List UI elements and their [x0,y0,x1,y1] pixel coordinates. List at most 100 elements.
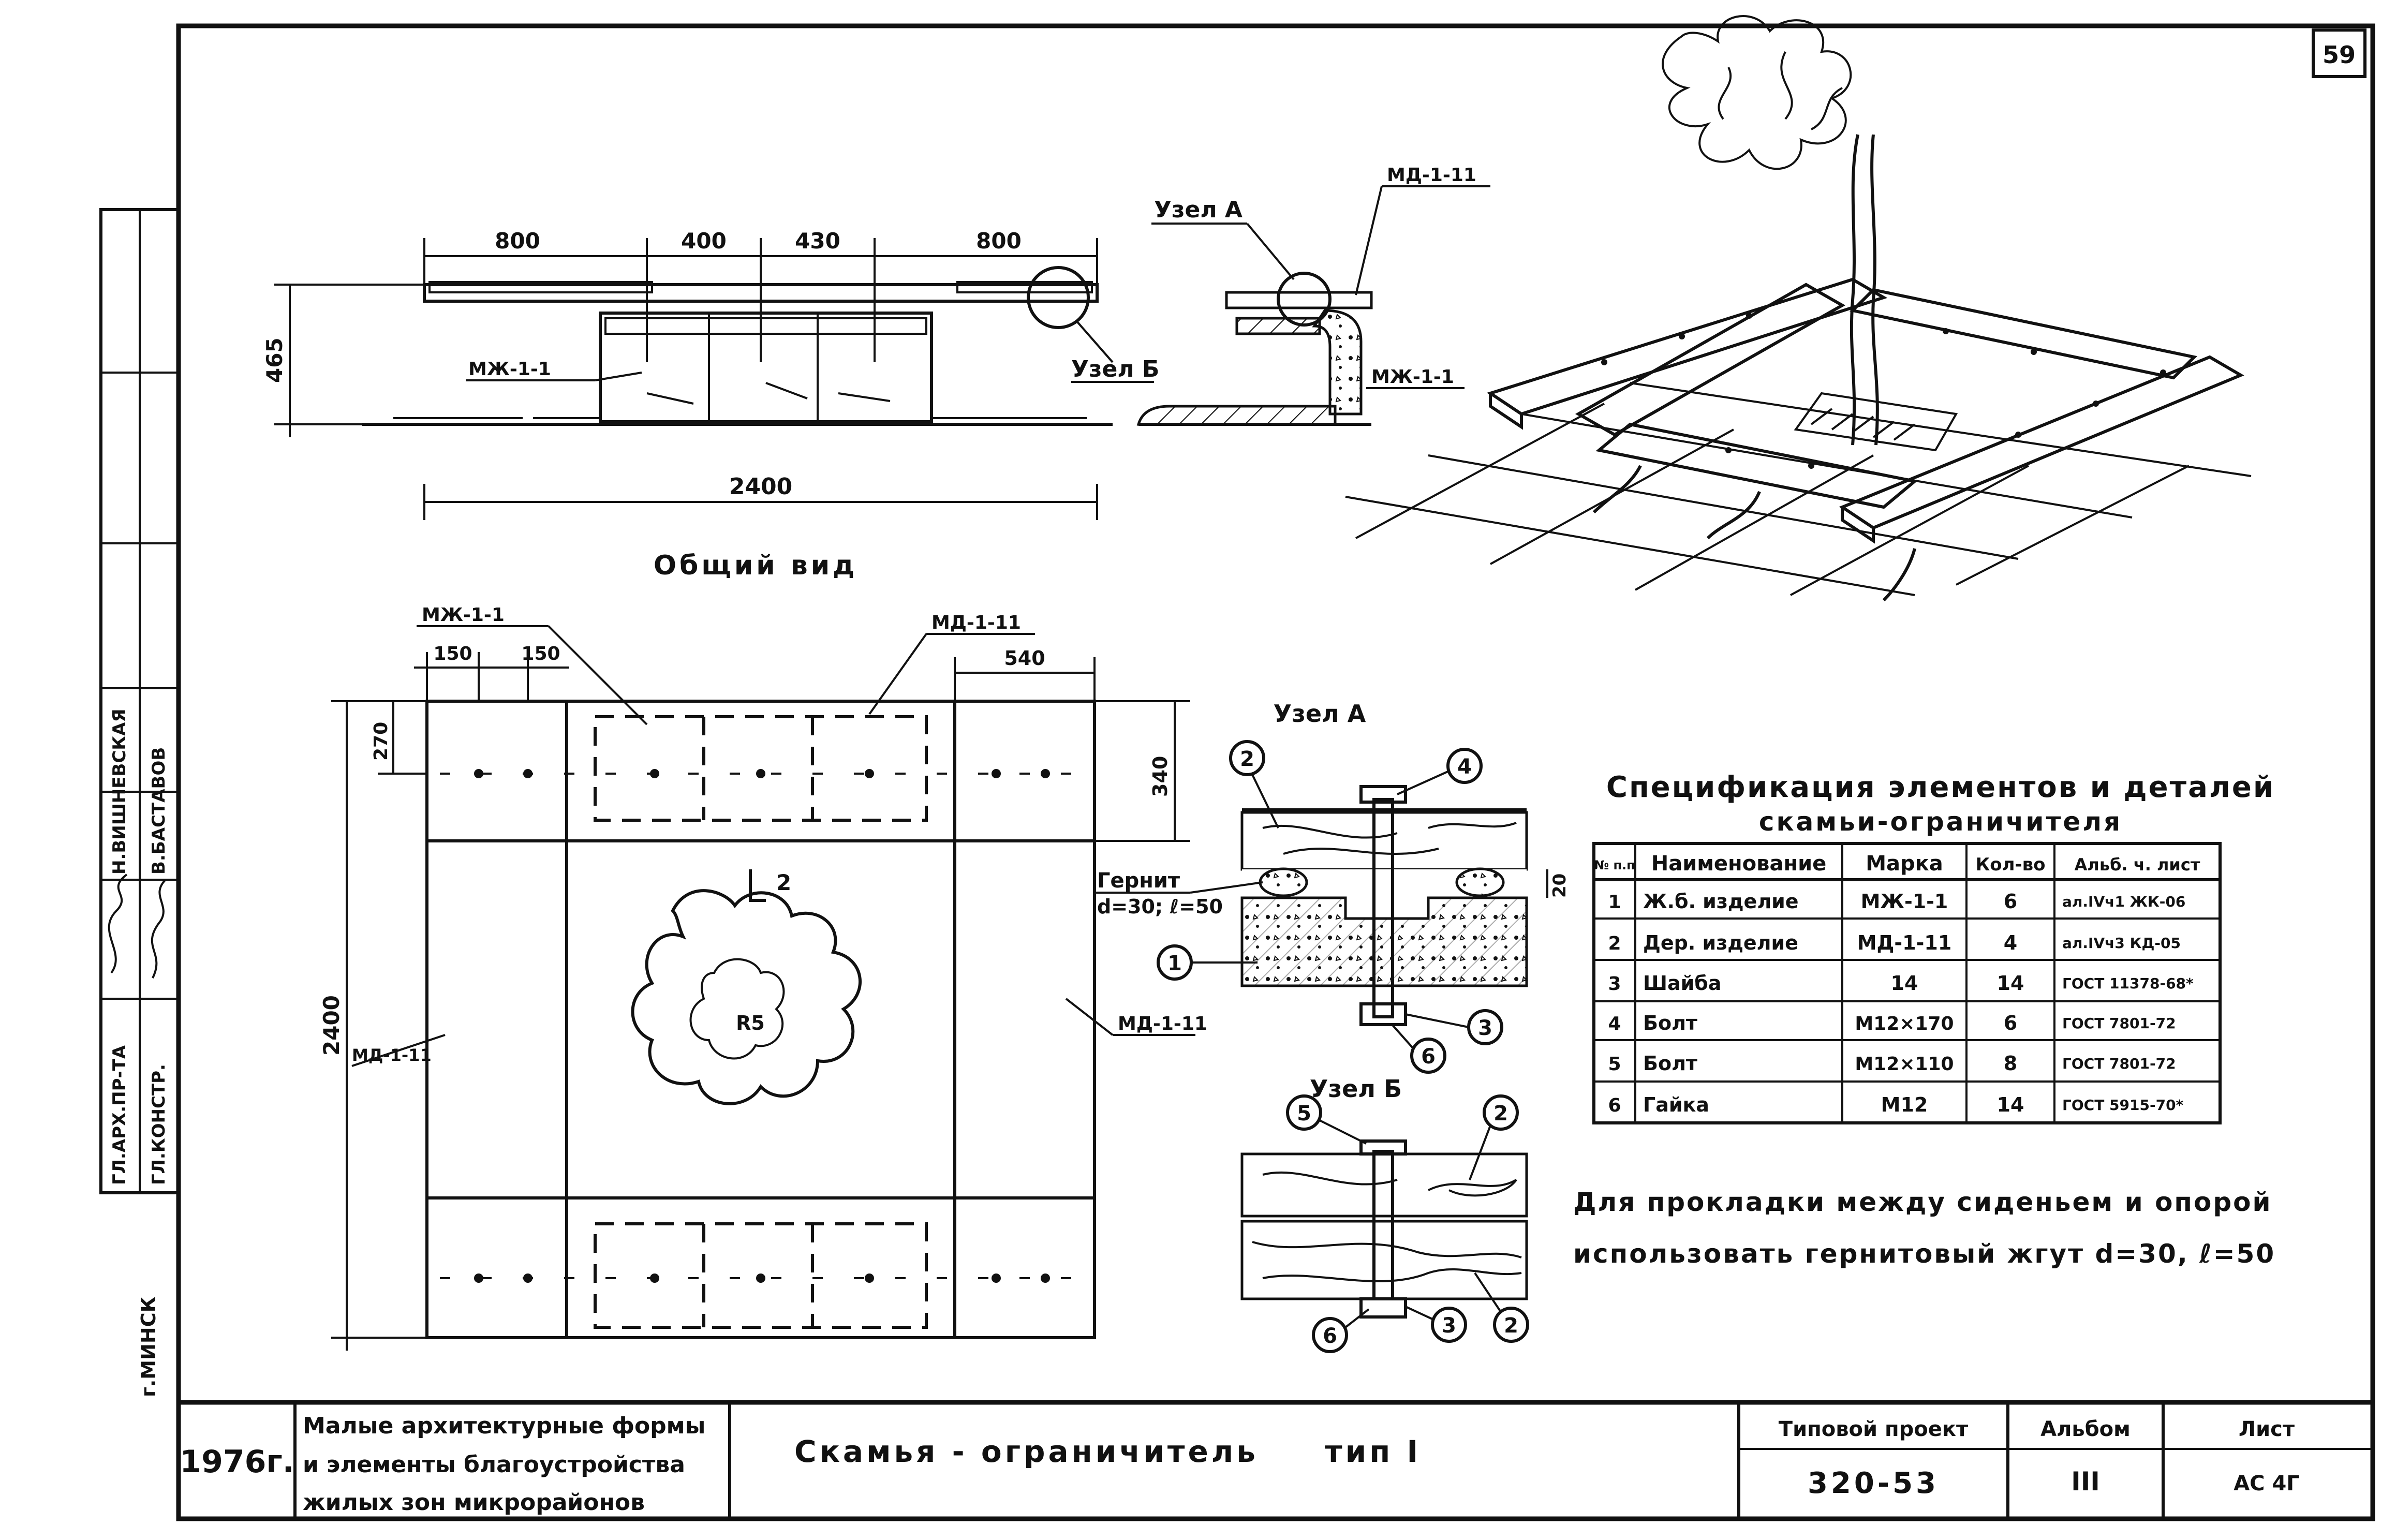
svg-text:Дер. изделие: Дер. изделие [1643,931,1798,954]
stamp-name-2: В.БАСТАВОВ [149,747,169,875]
cross-section: Узел А МД-1-11 МЖ-1-1 [1136,165,1490,426]
dim-height-465: 465 [262,337,287,383]
svg-text:ГОСТ 11378-68*: ГОСТ 11378-68* [2062,975,2194,992]
approval-stamp: ГЛ.АРХ.ПР-ТА ГЛ.КОНСТР. Н.ВИШНЕВСКАЯ В.Б… [99,208,180,1194]
svg-text:М12×170: М12×170 [1855,1013,1954,1034]
svg-text:1: 1 [1608,892,1621,913]
dim-270: 270 [371,722,392,761]
plan-md-right-label: МД-1-11 [1118,1013,1207,1034]
spec-subtitle: скамьи-ограничителя [1759,807,2122,837]
album-number: III [2071,1467,2100,1497]
stamp-name-1: Н.ВИШНЕВСКАЯ [109,708,130,875]
sheet-label: Лист [2239,1417,2295,1441]
drawing-type: тип I [1325,1434,1421,1469]
spec-header-mark: Марка [1866,852,1943,876]
signature-2 [151,879,167,979]
spec-row-6: 6 Гайка М12 14 ГОСТ 5915-70* [1608,1093,2183,1116]
svg-text:14: 14 [1891,972,1918,995]
org-line-1: Малые архитектурные формы [303,1413,705,1439]
drawing-title: Скамья - ограничитель [794,1434,1259,1469]
board-bolt-holes [1601,313,2166,469]
node-a-callout-3: 3 [1405,1009,1503,1045]
svg-text:Болт: Болт [1643,1052,1697,1075]
general-view-title: Общий вид [654,550,857,581]
plan-view: R5 2 150 150 540 МЖ-1-1 МД-1-11 270 2400… [319,604,1207,1351]
svg-text:М12×110: М12×110 [1855,1054,1954,1075]
spec-header-ref: Альб. ч. лист [2075,855,2200,875]
tree-pit [1794,392,1958,452]
svg-text:6: 6 [1421,1045,1436,1069]
dim-150-a: 150 [433,643,472,664]
dim-540: 540 [1004,647,1045,670]
board-front [1487,277,1888,416]
svg-text:6: 6 [2004,890,2017,913]
spec-row-5: 5 Болт М12×110 8 ГОСТ 7801-72 [1608,1052,2176,1075]
node-b-callout: Узел Б [1071,356,1159,382]
general-view: Узел Б МЖ-1-1 800 400 430 800 465 2400 О… [262,228,1159,581]
svg-text:3: 3 [1442,1314,1456,1338]
svg-text:6: 6 [2004,1012,2017,1034]
page-number: 59 [2323,41,2356,69]
board-back [1575,283,1846,437]
dim-total-2400: 2400 [729,473,792,500]
node-b-callout-5: 5 [1286,1094,1367,1145]
node-b-title: Узел Б [1310,1075,1402,1103]
node-b-callout-2b: 2 [1474,1272,1529,1343]
org-line-2: и элементы благоустройства [303,1452,685,1478]
node-a-detail: Узел А Гернит d=30; ℓ=50 20 2 4 1 3 6 [1095,700,1570,1074]
svg-text:Шайба: Шайба [1643,972,1721,995]
svg-text:4: 4 [1457,755,1472,779]
svg-text:6: 6 [1323,1324,1337,1348]
specification: Спецификация элементов и деталей скамьи-… [1592,771,2273,1124]
node-b-callout-6: 6 [1312,1308,1370,1353]
svg-text:5: 5 [1608,1054,1621,1075]
dim-400: 400 [681,228,727,254]
svg-text:5: 5 [1297,1102,1311,1126]
gernit-cord-right [1455,867,1505,897]
spec-header-name: Наименование [1651,852,1827,876]
svg-text:4: 4 [1608,1013,1621,1034]
dim-800-right: 800 [976,228,1022,254]
dim-plan-2400: 2400 [319,995,344,1056]
spec-header-row: № п.п Наименование Марка Кол-во Альб. ч.… [1594,852,2200,876]
svg-text:14: 14 [1997,972,2024,995]
gernit-cord-left [1259,867,1308,897]
svg-text:ГОСТ 5915-70*: ГОСТ 5915-70* [2062,1097,2184,1114]
svg-text:ГОСТ 7801-72: ГОСТ 7801-72 [2062,1015,2176,1032]
node-b-callout-2a: 2 [1469,1094,1519,1180]
stamp-role-1: ГЛ.АРХ.ПР-ТА [109,1045,130,1185]
svg-text:2: 2 [1240,747,1254,771]
spec-row-3: 3 Шайба 14 14 ГОСТ 11378-68* [1608,972,2194,995]
plan-md-top-label: МД-1-11 [931,612,1021,633]
section-md-label: МД-1-11 [1387,165,1476,186]
svg-text:МД-1-11: МД-1-11 [1857,931,1952,954]
svg-text:4: 4 [2004,931,2017,954]
spec-header-num: № п.п [1594,858,1635,872]
node-a-callout-1: 1 [1157,944,1258,981]
tree-plan-outline [631,889,862,1105]
stamp-role-2: ГЛ.КОНСТР. [149,1064,169,1185]
board-right [1839,355,2244,530]
note-line-2: использовать гернитовый жгут d=30, ℓ=50 [1573,1239,2275,1269]
title-block: 1976г. Малые архитектурные формы и элеме… [179,1400,2373,1519]
node-b-callout-3: 3 [1405,1306,1467,1343]
project-label: Типовой проект [1779,1417,1969,1441]
page-number-box [2312,28,2367,78]
spec-header-qty: Кол-во [1975,854,2045,875]
dim-800-left: 800 [495,228,540,254]
tree-plan-inner [689,958,785,1060]
tree-radius-label: R5 [736,1012,765,1034]
node-a-bolt [1372,798,1394,1018]
gv-mzh-label: МЖ-1-1 [468,359,551,380]
svg-text:1: 1 [1167,952,1182,975]
dim-340: 340 [1149,756,1172,797]
svg-text:8: 8 [2004,1052,2017,1075]
dim-20: 20 [1549,873,1570,898]
svg-text:2: 2 [1608,933,1621,954]
board-inner [1595,422,1918,509]
note-line-1: Для прокладки между сиденьем и опорой [1573,1187,2272,1217]
project-number: 320-53 [1808,1467,1939,1500]
city-label: г.МИНСК [137,1296,160,1397]
svg-text:Болт: Болт [1643,1012,1697,1034]
